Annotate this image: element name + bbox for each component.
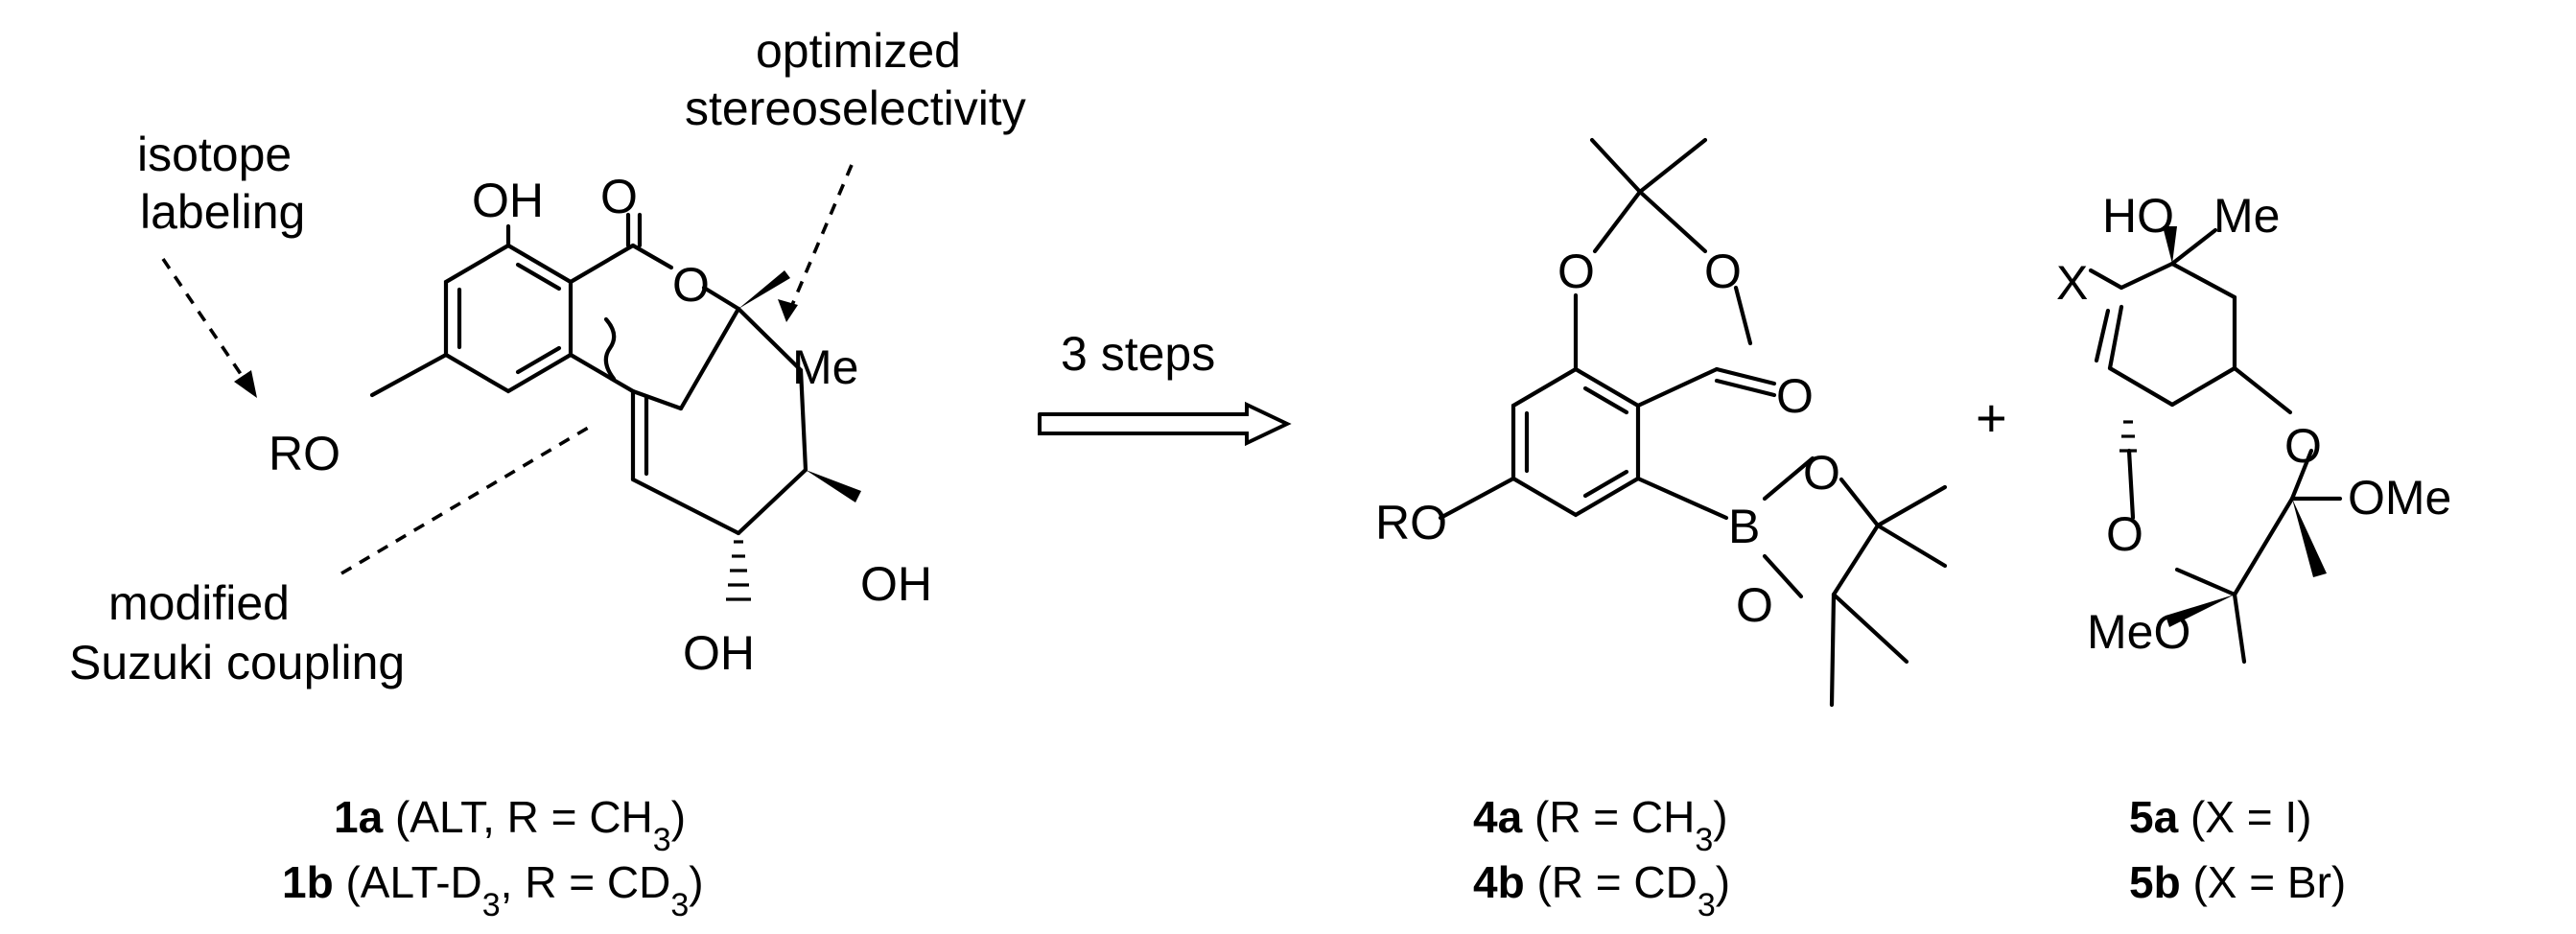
plus-sign: + xyxy=(1976,387,2007,448)
oh-label-1: OH xyxy=(472,174,544,227)
lactone-ring-o: O xyxy=(672,258,710,312)
boronate-o-1: O xyxy=(1803,446,1840,500)
caption-4a: 4a (R = CH3) xyxy=(1473,792,1728,858)
annotation-suzuki-line1: modified xyxy=(108,576,290,630)
meo-label-5: MeO xyxy=(2087,605,2190,659)
dioxinone-o-2: O xyxy=(1704,245,1742,298)
compound-5-structure xyxy=(2088,226,2343,665)
boronate-o-2: O xyxy=(1736,578,1773,632)
annotation-isotope-line2: labeling xyxy=(140,185,305,239)
caption-1a: 1a (ALT, R = CH3) xyxy=(334,792,686,858)
ro-label-1: RO xyxy=(269,427,340,480)
x-label-5: X xyxy=(2056,256,2088,310)
ro-label-4: RO xyxy=(1375,496,1447,549)
caption-5a: 5a (X = I) xyxy=(2129,792,2311,842)
me-label-1: Me xyxy=(792,340,858,394)
oh-label-2: OH xyxy=(860,557,932,611)
annotation-stereo-line1: optimized xyxy=(756,24,961,78)
ome-label-5: OMe xyxy=(2348,471,2451,525)
oh-label-3: OH xyxy=(683,626,755,680)
arrow-label: 3 steps xyxy=(1061,327,1215,381)
me-label-5: Me xyxy=(2213,189,2280,243)
retrosynthesis-arrow xyxy=(1038,401,1292,447)
boron-label: B xyxy=(1728,500,1760,553)
caption-5b: 5b (X = Br) xyxy=(2129,857,2346,907)
ring-o-5a: O xyxy=(2284,419,2322,473)
caption-1b: 1b (ALT-D3, R = CD3) xyxy=(282,857,704,923)
dioxinone-o-1: O xyxy=(1557,245,1595,298)
annotation-suzuki-line2: Suzuki coupling xyxy=(69,636,405,689)
lactone-carbonyl-o: O xyxy=(600,170,638,223)
compound-4-structure xyxy=(1438,137,1948,708)
caption-4b: 4b (R = CD3) xyxy=(1473,857,1730,923)
compound-1-structure xyxy=(369,212,861,601)
annotation-stereo-line2: stereoselectivity xyxy=(685,82,1026,135)
ho-label-5: HO xyxy=(2102,189,2174,243)
carbonyl-o-4: O xyxy=(1776,369,1814,423)
annotation-isotope-line1: isotope xyxy=(137,128,292,181)
ring-o-5b: O xyxy=(2106,507,2143,561)
